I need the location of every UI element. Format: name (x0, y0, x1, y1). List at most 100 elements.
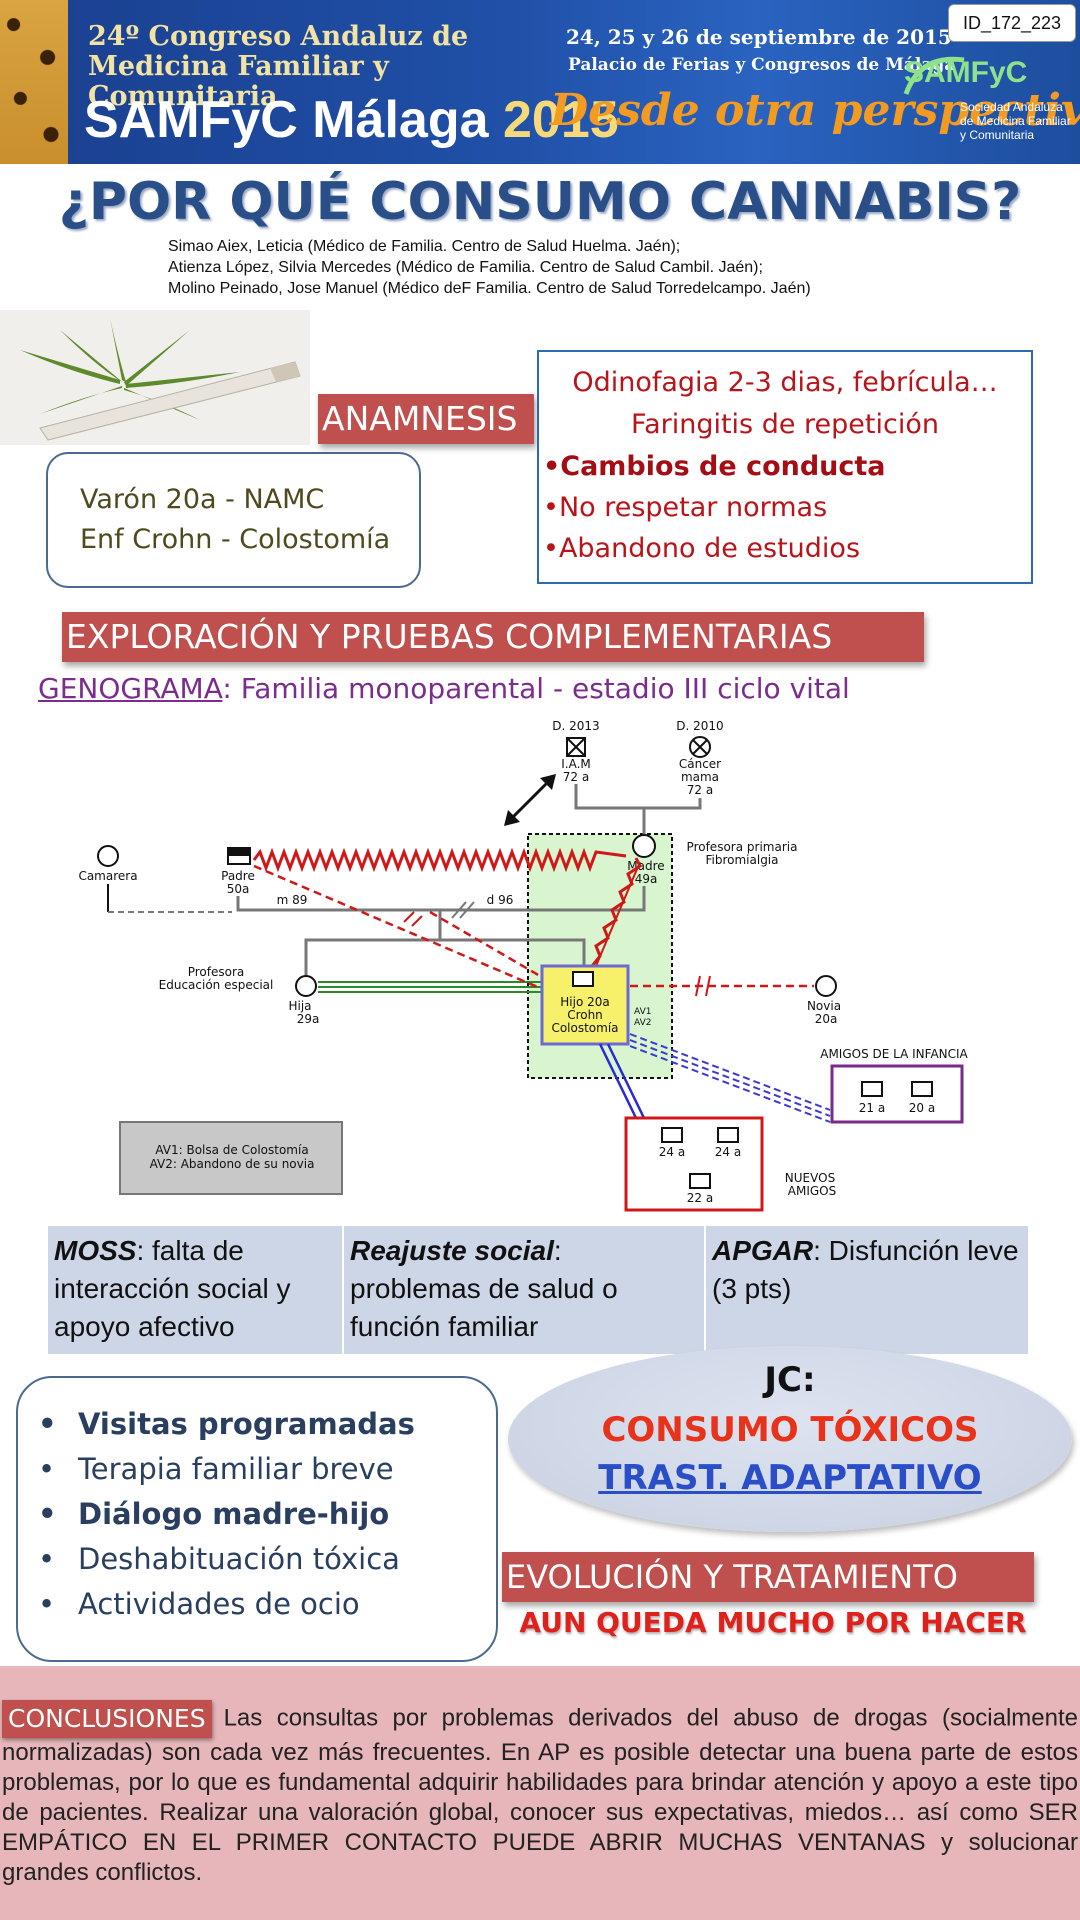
symptoms-box: Odinofagia 2-3 dias, febrícula… Faringit… (537, 350, 1033, 584)
author-line: Simao Aiex, Leticia (Médico de Familia. … (168, 238, 681, 255)
madre-note: Fibromialgia (705, 853, 778, 867)
samfyc-logo-icon (900, 50, 972, 104)
plan-item: •Diálogo madre-hijo (38, 1497, 390, 1531)
event-dates: 24, 25 y 26 de septiembre de 2015 (566, 25, 952, 49)
hijo-label: Hijo 20a (560, 995, 609, 1009)
hija-note: Educación especial (159, 978, 274, 992)
hija-node (295, 975, 317, 997)
poster-id-badge: ID_172_223 (948, 4, 1076, 42)
patient-summary-box: Varón 20a - NAMC Enf Crohn - Colostomía (46, 452, 421, 588)
symptom-bullet: •Abandono de estudios (543, 533, 861, 564)
grandmother-cause: mama (681, 770, 719, 784)
novia-age: 20a (815, 1012, 838, 1026)
hija-label: Hija (288, 999, 311, 1013)
scale-moss: MOSS: falta de interacción social y apoy… (48, 1226, 342, 1354)
author-line: Molino Peinado, Jose Manuel (Médico deF … (168, 280, 811, 297)
event-year: 2015 (502, 91, 619, 149)
cannabis-leaf-joint-image (0, 310, 310, 445)
camarera-node (97, 845, 119, 867)
society-name: Sociedad Andaluza de Medicina Familiar y… (960, 100, 1076, 142)
exploracion-heading: EXPLORACIÓN Y PRUEBAS COMPLEMENTARIAS (62, 612, 924, 662)
legend-line: AV1: Bolsa de Colostomía (155, 1143, 308, 1157)
hijo-label: Crohn (567, 1008, 603, 1022)
congress-name-line1: 24º Congreso Andaluz de (88, 21, 469, 52)
genogram-caption: GENOGRAMA: Familia monoparental - estadi… (38, 672, 850, 705)
society-line: de Medicina Familiar (960, 114, 1071, 128)
samfyc-logo-text: SAMFyC (904, 56, 1028, 89)
hija-age: 29a (297, 1012, 320, 1026)
conflict-padre-madre-line (252, 847, 627, 873)
nuevo-amigo-age: 24 a (659, 1145, 685, 1159)
double-arrow-icon (506, 776, 554, 824)
jc-diagnosis: CONSUMO TÓXICOS (601, 1410, 979, 1450)
patient-line: Enf Crohn - Colostomía (80, 524, 391, 555)
divorce-year: d 96 (487, 893, 514, 907)
society-line: y Comunitaria (960, 128, 1035, 142)
author-line: Atienza López, Silvia Mercedes (Médico d… (168, 259, 763, 276)
scale-reajuste: Reajuste social: problemas de salud o fu… (344, 1226, 704, 1354)
evolucion-heading: EVOLUCIÓN Y TRATAMIENTO (502, 1552, 1034, 1602)
hija-note: Profesora (188, 965, 245, 979)
grandfather-date: D. 2013 (552, 719, 599, 733)
av1-label: AV1 (634, 1007, 651, 1017)
plan-item: •Deshabituación tóxica (38, 1542, 400, 1576)
padre-age: 50a (227, 882, 250, 896)
congress-banner: 24º Congreso Andaluz de Medicina Familia… (0, 0, 1080, 164)
nuevos-amigos-label: NUEVOS (785, 1171, 835, 1185)
jc-diagnosis: TRAST. ADAPTATIVO (598, 1458, 982, 1498)
genogram-diagram: D. 2013 I.A.M 72 a D. 2010 Cáncer mama 7… (78, 719, 969, 1212)
camarera-label: Camarera (78, 869, 137, 883)
symptoms-line: Faringitis de repetición (631, 409, 939, 440)
marriage-year: m 89 (277, 893, 308, 907)
genogram-description: : Familia monoparental - estadio III cic… (222, 672, 850, 705)
padre-label: Padre (221, 869, 255, 883)
novia-label: Novia (807, 999, 841, 1013)
scale-apgar: APGAR: Disfunción leve (3 pts) (706, 1226, 1028, 1354)
amigos-infancia-box (830, 1064, 964, 1124)
grandmother-age: 72 a (687, 783, 713, 797)
genogram-legend-box (119, 1121, 343, 1195)
event-city: SAMFyC Málaga (84, 91, 489, 149)
madre-node (632, 834, 656, 858)
amigo-age: 21 a (859, 1101, 885, 1115)
madre-note: Profesora primaria (687, 840, 798, 854)
grandfather-cause: I.A.M (561, 757, 591, 771)
nuevos-amigos-label: AMIGOS (788, 1184, 836, 1198)
av2-label: AV2 (634, 1018, 651, 1028)
nuevos-amigos-box (624, 1116, 764, 1212)
nuevo-amigo-age: 22 a (687, 1191, 713, 1205)
anamnesis-heading: ANAMNESIS (318, 394, 534, 444)
plan-item: •Terapia familiar breve (38, 1452, 394, 1486)
clinical-judgement-ellipse: JC: CONSUMO TÓXICOS TRAST. ADAPTATIVO (508, 1346, 1072, 1532)
legend-line: AV2: Abandono de su novia (150, 1157, 315, 1171)
society-line: Sociedad Andaluza (960, 100, 1063, 114)
leopard-pattern-decoration (0, 0, 68, 164)
symptom-bullet: •Cambios de conducta (543, 451, 886, 482)
patient-line: Varón 20a - NAMC (80, 484, 325, 515)
congress-name-line2: Medicina Familiar y Comunitaria (88, 51, 389, 112)
amigo-age: 20 a (909, 1101, 935, 1115)
event-slogan: Desde otra perspectiva (550, 85, 1080, 136)
author-list: Simao Aiex, Leticia (Médico de Familia. … (168, 236, 1068, 299)
event-venue: Palacio de Ferias y Congresos de Málaga (568, 55, 956, 75)
conclusions-body: Las consultas por problemas derivados de… (2, 1704, 1078, 1886)
genogram-label: GENOGRAMA (38, 672, 223, 705)
grandfather-age: 72 a (563, 770, 589, 784)
madre-age: 49a (635, 872, 658, 886)
plan-item: •Visitas programadas (38, 1407, 415, 1441)
grandmother-cause: Cáncer (679, 757, 721, 771)
assessment-scales-table: MOSS: falta de interacción social y apoy… (48, 1226, 1028, 1354)
event-name: SAMFyC Málaga 2015 (84, 91, 619, 149)
hijo-label: Colostomía (551, 1021, 618, 1035)
nuevo-amigo-age: 24 a (715, 1145, 741, 1159)
jc-label: JC: (764, 1360, 816, 1400)
treatment-plan-box: •Visitas programadas •Terapia familiar b… (16, 1376, 498, 1662)
amigos-infancia-label: AMIGOS DE LA INFANCIA (820, 1047, 968, 1061)
novia-node (815, 975, 837, 997)
plan-item: •Actividades de ocio (38, 1587, 360, 1621)
poster-title: ¿POR QUÉ CONSUMO CANNABIS? (58, 172, 1022, 232)
symptoms-line: Odinofagia 2-3 dias, febrícula… (572, 367, 998, 398)
conclusions-heading: CONCLUSIONES (2, 1700, 212, 1738)
symptom-bullet: •No respetar normas (543, 492, 828, 523)
